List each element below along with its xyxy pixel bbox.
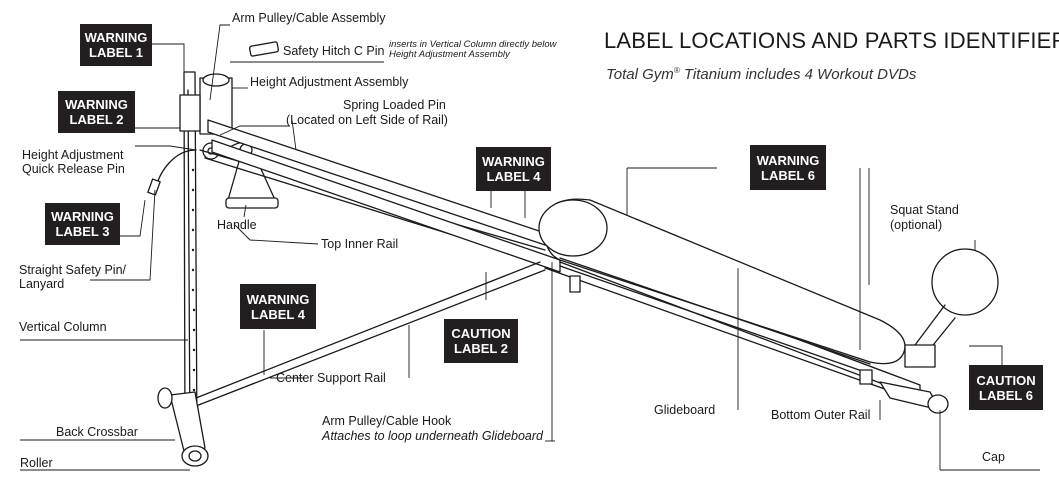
label-handle: Handle — [217, 218, 257, 232]
back-crossbar — [157, 387, 209, 467]
height-adjustment-assembly — [179, 73, 233, 160]
page-title: LABEL LOCATIONS AND PARTS IDENTIFIER — [604, 28, 1059, 53]
label-arm-pulley-hook: Arm Pulley/Cable Hook — [322, 414, 452, 428]
front-base — [879, 381, 949, 414]
label-straight-pin-1: Straight Safety Pin/ — [19, 263, 127, 277]
page-subtitle: Total Gym® Titanium includes 4 Workout D… — [606, 66, 916, 83]
box-line: CAUTION — [976, 372, 1036, 388]
box-line: CAUTION — [451, 326, 511, 341]
label-safety-hitch-note-1: inserts in Vertical Column directly belo… — [389, 39, 557, 50]
box-line: LABEL 2 — [69, 112, 124, 127]
warning-label-3: WARNING LABEL 3 — [45, 203, 120, 245]
subtitle-brand: Total Gym — [606, 66, 674, 83]
box-line: LABEL 4 — [486, 169, 541, 184]
box-line: WARNING — [756, 152, 820, 168]
box-line: WARNING — [84, 30, 148, 45]
label-height-release-2: Quick Release Pin — [22, 162, 125, 176]
label-height-release-1: Height Adjustment — [22, 148, 124, 162]
label-squat-stand-1: Squat Stand — [890, 203, 959, 217]
label-cap: Cap — [982, 450, 1005, 464]
caution-label-2: CAUTION LABEL 2 — [444, 319, 518, 363]
center-support-rail — [195, 261, 546, 407]
label-center-support-rail: Center Support Rail — [276, 371, 386, 385]
warning-label-6: WARNING LABEL 6 — [750, 145, 826, 190]
pins-lanyard — [147, 41, 279, 196]
label-top-inner-rail: Top Inner Rail — [321, 237, 399, 251]
label-back-crossbar: Back Crossbar — [56, 425, 138, 439]
label-safety-hitch-note-2: Height Adjustment Assembly — [389, 49, 510, 60]
warning-label-4-top: WARNING LABEL 4 — [476, 147, 551, 191]
label-roller: Roller — [20, 456, 53, 470]
label-arm-pulley-hook-note: Attaches to loop underneath Glideboard — [322, 429, 543, 443]
label-straight-pin-2: Lanyard — [19, 277, 65, 291]
box-line: LABEL 2 — [454, 341, 508, 356]
box-line: WARNING — [482, 154, 545, 169]
subtitle-mark: ® — [673, 66, 680, 75]
squat-stand — [904, 248, 999, 368]
box-line: WARNING — [51, 209, 114, 224]
box-line: LABEL 4 — [251, 306, 305, 322]
box-line: LABEL 1 — [89, 45, 143, 60]
caution-label-6: CAUTION LABEL 6 — [969, 365, 1043, 410]
subtitle-rest: Titanium includes 4 Workout DVDs — [679, 66, 917, 83]
label-vertical-column: Vertical Column — [19, 320, 107, 334]
label-height-adjustment-assembly: Height Adjustment Assembly — [250, 75, 409, 89]
leader-lines — [20, 24, 1040, 471]
label-squat-stand-2: (optional) — [890, 218, 943, 232]
label-bottom-outer-rail: Bottom Outer Rail — [771, 408, 871, 422]
box-line: WARNING — [65, 97, 128, 112]
warning-label-1: WARNING LABEL 1 — [80, 24, 152, 66]
handle — [225, 157, 279, 209]
label-glideboard: Glideboard — [654, 403, 716, 417]
box-line: LABEL 6 — [979, 387, 1033, 403]
label-spring-pin-2: (Located on Left Side of Rail) — [286, 113, 448, 127]
label-spring-pin-1: Spring Loaded Pin — [343, 98, 446, 112]
warning-label-4-bottom: WARNING LABEL 4 — [240, 284, 316, 329]
box-line: WARNING — [246, 291, 310, 307]
warning-label-2: WARNING LABEL 2 — [58, 91, 135, 133]
box-line: LABEL 6 — [761, 167, 815, 183]
label-arm-pulley-assembly: Arm Pulley/Cable Assembly — [232, 11, 386, 25]
glideboard — [538, 198, 906, 385]
label-safety-hitch: Safety Hitch C Pin — [283, 44, 385, 58]
box-line: LABEL 3 — [55, 224, 110, 239]
